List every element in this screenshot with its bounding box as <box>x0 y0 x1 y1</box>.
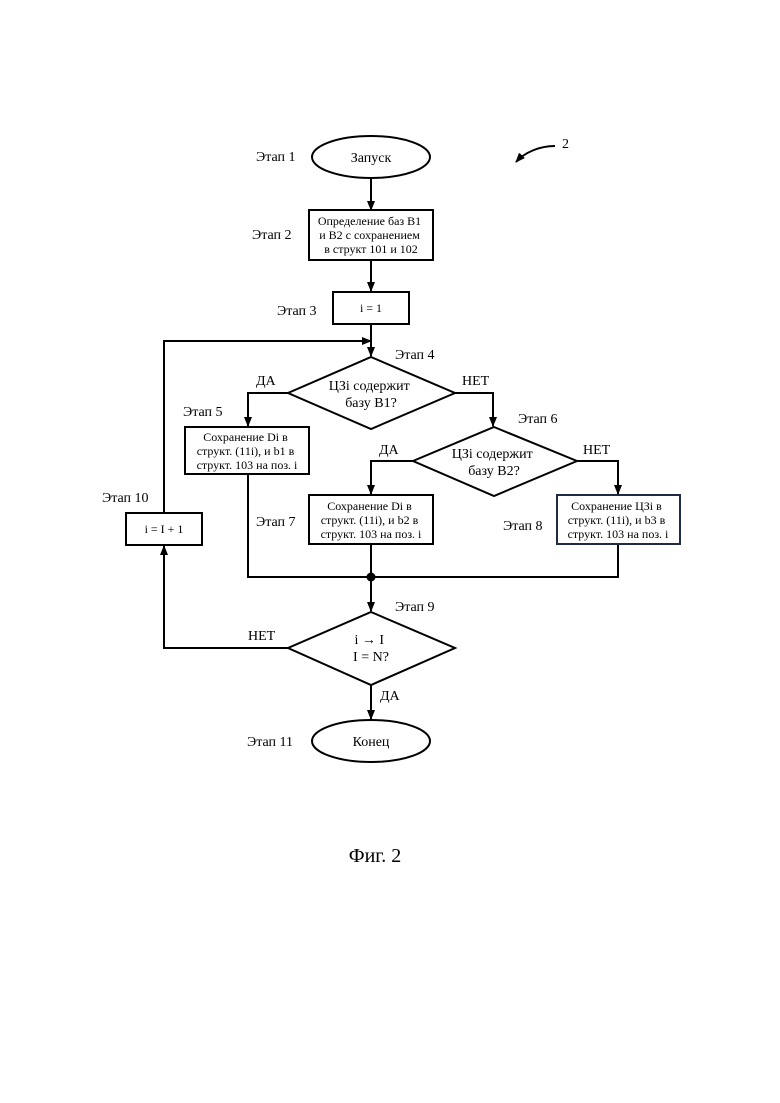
label-d4-yes: ДА <box>256 374 277 389</box>
step-label-10: Этап 10 <box>102 491 149 506</box>
edge-d6-no <box>577 461 618 494</box>
step-8-text: Сохранение ЦЗi в структ. (11i), и b3 в с… <box>568 499 669 541</box>
step-label-11: Этап 11 <box>247 735 293 750</box>
decision-9 <box>288 612 455 685</box>
step-label-2: Этап 2 <box>252 228 292 243</box>
step-3-text: i = 1 <box>360 301 382 315</box>
start-text: Запуск <box>351 151 392 166</box>
edge-s8-merge <box>371 544 618 577</box>
step-10-text: i = I + 1 <box>145 522 184 536</box>
step-7-text: Сохранение Di в структ. (11i), и b2 в ст… <box>321 499 422 541</box>
step-label-7: Этап 7 <box>256 515 296 530</box>
edge-d6-yes <box>371 461 413 494</box>
figure-number: 2 <box>562 137 569 152</box>
label-d6-no: НЕТ <box>583 443 611 458</box>
label-d9-no: НЕТ <box>248 629 276 644</box>
label-d4-no: НЕТ <box>462 374 490 389</box>
edge-d4-yes <box>248 393 288 426</box>
step-5-text: Сохранение Di в структ. (11i), и b1 в ст… <box>197 430 298 472</box>
label-d9-yes: ДА <box>380 689 401 704</box>
figure-caption: Фиг. 2 <box>349 845 401 867</box>
step-label-3: Этап 3 <box>277 304 317 319</box>
end-text: Конец <box>353 735 390 750</box>
step-label-9: Этап 9 <box>395 600 435 615</box>
figure-pointer-arrow <box>516 146 555 162</box>
step-label-1: Этап 1 <box>256 150 296 165</box>
step-label-8: Этап 8 <box>503 519 543 534</box>
edge-d4-no <box>455 393 493 426</box>
label-d6-yes: ДА <box>379 443 400 458</box>
step-label-5: Этап 5 <box>183 405 223 420</box>
step-label-6: Этап 6 <box>518 412 558 427</box>
step-label-4: Этап 4 <box>395 348 435 363</box>
step-2-text: Определение баз B1 и B2 с сохранением в … <box>318 214 424 256</box>
